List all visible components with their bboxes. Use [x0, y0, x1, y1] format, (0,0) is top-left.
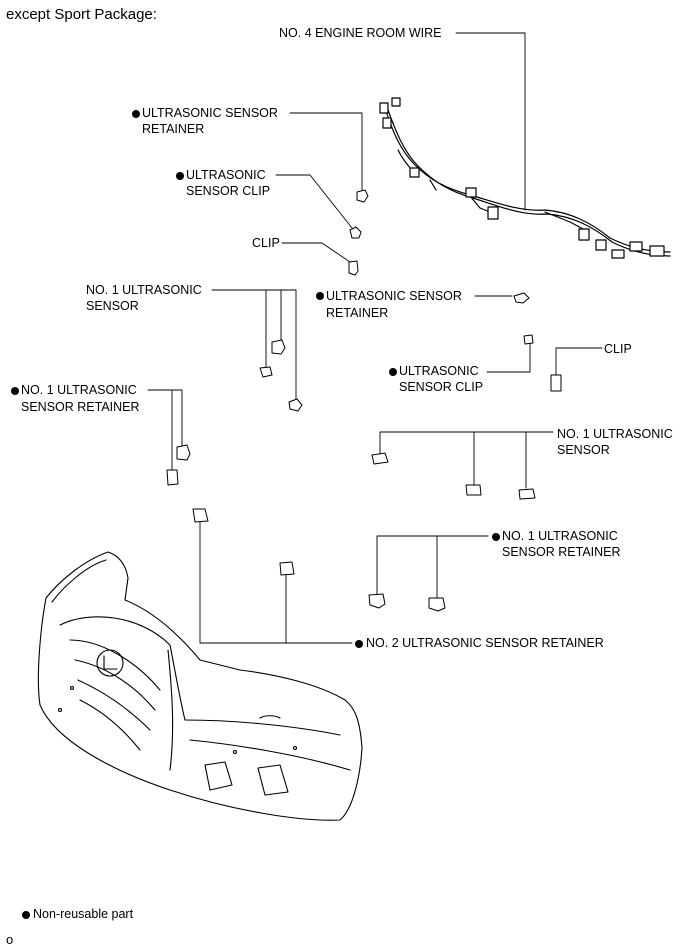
engine-room-wire-harness — [379, 97, 671, 259]
non-reusable-bullet-icon — [355, 640, 363, 648]
label-us-clip-left-line1: ULTRASONIC — [186, 168, 266, 182]
front-bumper — [37, 551, 363, 821]
non-reusable-bullet-icon — [492, 533, 500, 541]
label-us-clip-right-line2: SENSOR CLIP — [399, 380, 484, 394]
label-no1-sensor-right-line1: NO. 1 ULTRASONIC — [557, 427, 673, 441]
label-no1-sensor-right-line2: SENSOR — [557, 443, 610, 457]
page-title: except Sport Package: — [6, 6, 157, 23]
leader-lines — [147, 32, 603, 644]
small-parts — [166, 189, 562, 612]
label-no1-retainer-left-line2: SENSOR RETAINER — [21, 400, 140, 414]
label-no1-retainer-right-line2: SENSOR RETAINER — [502, 545, 621, 559]
non-reusable-bullet-icon — [389, 368, 397, 376]
label-engine-room-wire: NO. 4 ENGINE ROOM WIRE — [279, 26, 442, 40]
label-no1-sensor-left-line1: NO. 1 ULTRASONIC — [86, 283, 202, 297]
label-us-retainer-mid-line2: RETAINER — [326, 306, 389, 320]
non-reusable-bullet-icon — [176, 172, 184, 180]
label-us-retainer-top-line1: ULTRASONIC SENSOR — [142, 106, 278, 120]
footer-code: o — [6, 932, 14, 947]
legend-non-reusable: Non-reusable part — [33, 907, 134, 921]
non-reusable-bullet-icon — [132, 110, 140, 118]
label-no2-retainer: NO. 2 ULTRASONIC SENSOR RETAINER — [366, 636, 604, 650]
label-us-clip-right-line1: ULTRASONIC — [399, 364, 479, 378]
legend-bullet-icon — [22, 911, 30, 919]
label-no1-retainer-right-line1: NO. 1 ULTRASONIC — [502, 529, 618, 543]
label-clip-right: CLIP — [604, 342, 632, 356]
non-reusable-bullet-icon — [11, 387, 19, 395]
label-clip-left: CLIP — [252, 236, 280, 250]
label-us-clip-left-line2: SENSOR CLIP — [186, 184, 271, 198]
label-us-retainer-top-line2: RETAINER — [142, 122, 205, 136]
label-us-retainer-mid-line1: ULTRASONIC SENSOR — [326, 289, 462, 303]
label-no1-sensor-left-line2: SENSOR — [86, 299, 139, 313]
label-no1-retainer-left-line1: NO. 1 ULTRASONIC — [21, 383, 137, 397]
non-reusable-bullet-icon — [316, 292, 324, 300]
